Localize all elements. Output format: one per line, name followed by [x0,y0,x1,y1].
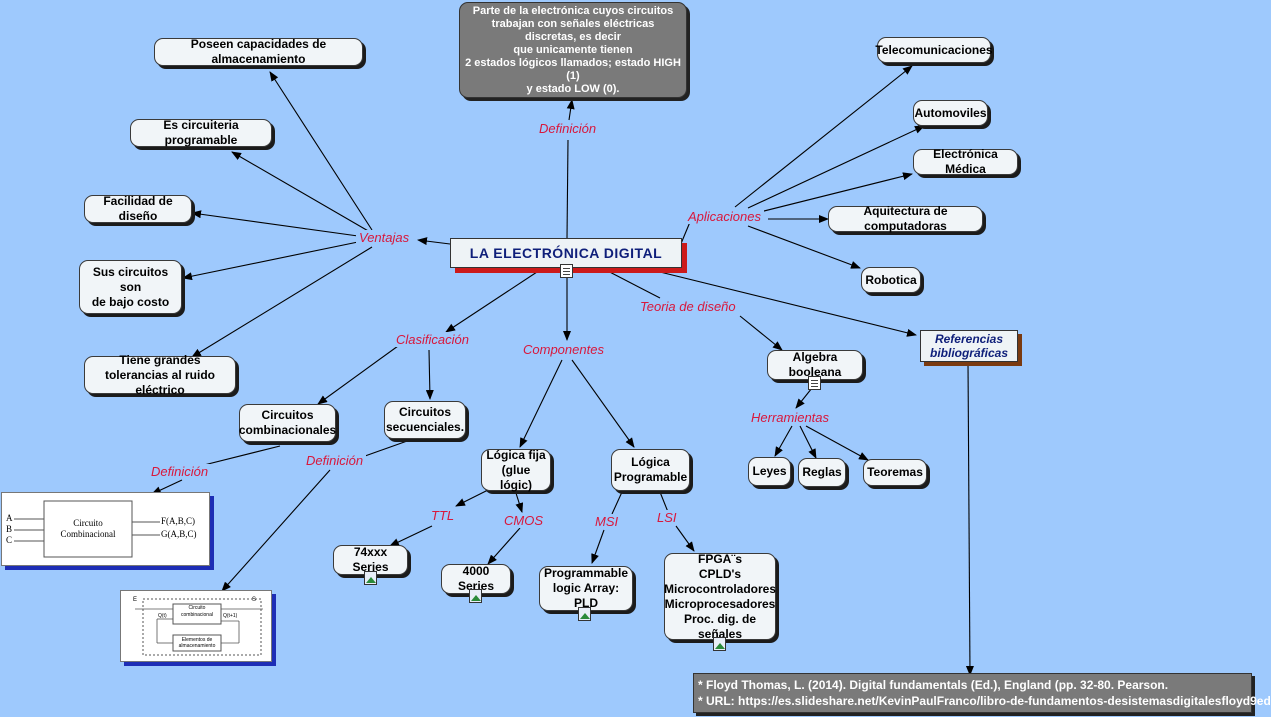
seq-q-out: Q(t+1) [223,613,238,619]
bibliography-entry-1: Floyd Thomas, L. (2014). Digital fundame… [698,677,1247,693]
logica-fija-label: Lógica fija (glue lógic) [486,447,546,492]
label-aplicaciones: Aplicaciones [685,209,764,224]
image-icon[interactable] [469,589,482,603]
bibliography-entry-2[interactable]: URL: https://es.slideshare.net/KevinPaul… [698,693,1271,709]
logica-programable-label: Lógica Programable [613,455,688,484]
ventaja-ruido[interactable]: Tiene grandes tolerancias al ruido eléct… [84,353,236,397]
definition-text: Parte de la electrónica cuyos circuitos … [465,4,681,95]
secuenciales-label: Circuitos secuenciales. [385,405,465,434]
image-icon[interactable] [578,607,591,621]
pld-label: Programmable logic Array: PLD [543,566,629,610]
label-definicion-comb: Definición [148,464,212,479]
comb-input-c: C [6,535,13,545]
comb-output-f: F(A,B,C) [161,516,196,526]
aplicacion-label: Electrónica Médica [933,147,998,176]
bibliography-box: Floyd Thomas, L. (2014). Digital fundame… [693,673,1271,713]
label-definicion-sec: Definición [303,453,367,468]
ventaja-diseno[interactable]: Facilidad de diseño [84,194,192,223]
combinacionales-label: Circuitos combinacionales [238,408,337,437]
comb-box-label: Circuito Combinacional [60,518,116,539]
seq-input-e: E [133,597,138,603]
seq-q-in: Q(t) [158,613,167,619]
label-cmos: CMOS [501,513,546,528]
label-componentes: Componentes [520,342,607,357]
aplicacion-telecom[interactable]: Telecomunicaciones [875,37,993,63]
referencias-label: Referencias bibliográficas [929,332,1009,360]
aplicacion-label: Aquitectura de computadoras [863,204,948,233]
algebra-booleana-node[interactable]: Algebra booleana [767,350,863,380]
reglas-label: Reglas [802,465,842,479]
ventaja-label: Es circuiteria programable [163,118,239,147]
fpga-node[interactable]: FPGA¨s CPLD's Microcontroladores Micropr… [663,551,777,641]
aplicacion-label: Automoviles [914,105,987,120]
ventaja-almacenamiento[interactable]: Poseen capacidades de almacenamiento [154,37,363,66]
label-clasificacion: Clasificación [393,332,472,347]
pld-node[interactable]: Programmable logic Array: PLD [539,566,633,611]
label-ttl: TTL [428,508,458,523]
ventaja-label: Poseen capacidades de almacenamiento [190,37,327,66]
circuitos-combinacionales-node[interactable]: Circuitos combinacionales [239,404,336,442]
sequential-circuit-figure: E S Circuito combinacional Elementos de … [120,590,272,662]
referencias-node[interactable]: Referencias bibliográficas [920,330,1018,362]
comb-input-a: A [6,513,13,523]
ventaja-programable[interactable]: Es circuiteria programable [130,118,272,147]
ventaja-bajo-costo[interactable]: Sus circuitos son de bajo costo [79,260,182,314]
series-4000-label: 4000 Series [457,564,495,593]
comb-output-g: G(A,B,C) [161,529,197,539]
document-icon[interactable] [808,376,821,390]
image-icon[interactable] [364,571,377,585]
label-herramientas: Herramientas [748,410,833,425]
label-lsi: LSI [654,510,680,525]
logica-programable-node[interactable]: Lógica Programable [611,449,690,491]
algebra-label: Algebra booleana [788,350,842,379]
teoremas-node[interactable]: Teoremas [863,459,927,486]
label-ventajas: Ventajas [356,230,413,245]
leyes-label: Leyes [752,464,787,478]
label-msi: MSI [592,514,622,529]
ventaja-label: Tiene grandes tolerancias al ruido eléct… [104,352,216,397]
main-title-node[interactable]: LA ELECTRÓNICA DIGITAL [450,238,682,268]
series-74xxx-node[interactable]: 74xxx Series [333,545,408,575]
aplicacion-automoviles[interactable]: Automoviles [913,100,988,126]
label-definicion: Definición [536,121,600,136]
definition-box: Parte de la electrónica cuyos circuitos … [459,2,687,98]
circuitos-secuenciales-node[interactable]: Circuitos secuenciales. [384,401,466,439]
main-title: LA ELECTRÓNICA DIGITAL [469,245,663,261]
image-icon[interactable] [713,637,726,651]
sequential-diagram [135,598,263,656]
aplicacion-robotica[interactable]: Robotica [861,267,921,293]
seq-comb-box: Circuito combinacional [181,605,213,618]
ventaja-label: Sus circuitos son de bajo costo [91,264,170,309]
aplicacion-medica[interactable]: Electrónica Médica [913,147,1018,176]
reglas-node[interactable]: Reglas [798,458,846,487]
label-teoria: Teoria de diseño [637,299,739,314]
aplicacion-label: Telecomunicaciones [875,42,993,57]
series-74xxx-label: 74xxx Series [352,545,389,574]
comb-input-b: B [6,524,13,534]
fpga-label: FPGA¨s CPLD's Microcontroladores Micropr… [663,551,777,641]
aplicacion-arquitectura[interactable]: Aquitectura de computadoras [828,204,983,233]
document-icon[interactable] [560,264,573,278]
seq-output-s: S [252,597,257,603]
combinational-diagram [14,500,160,558]
teoremas-label: Teoremas [867,465,923,479]
aplicacion-label: Robotica [865,272,917,287]
ventaja-label: Facilidad de diseño [103,194,173,223]
leyes-node[interactable]: Leyes [748,457,791,486]
seq-memory-box: Elementos de almacenamiento [178,637,216,649]
combinational-circuit-figure: A B C Circuito Combinacional F(A,B,C) G(… [1,492,210,566]
logica-fija-node[interactable]: Lógica fija (glue lógic) [481,447,551,492]
